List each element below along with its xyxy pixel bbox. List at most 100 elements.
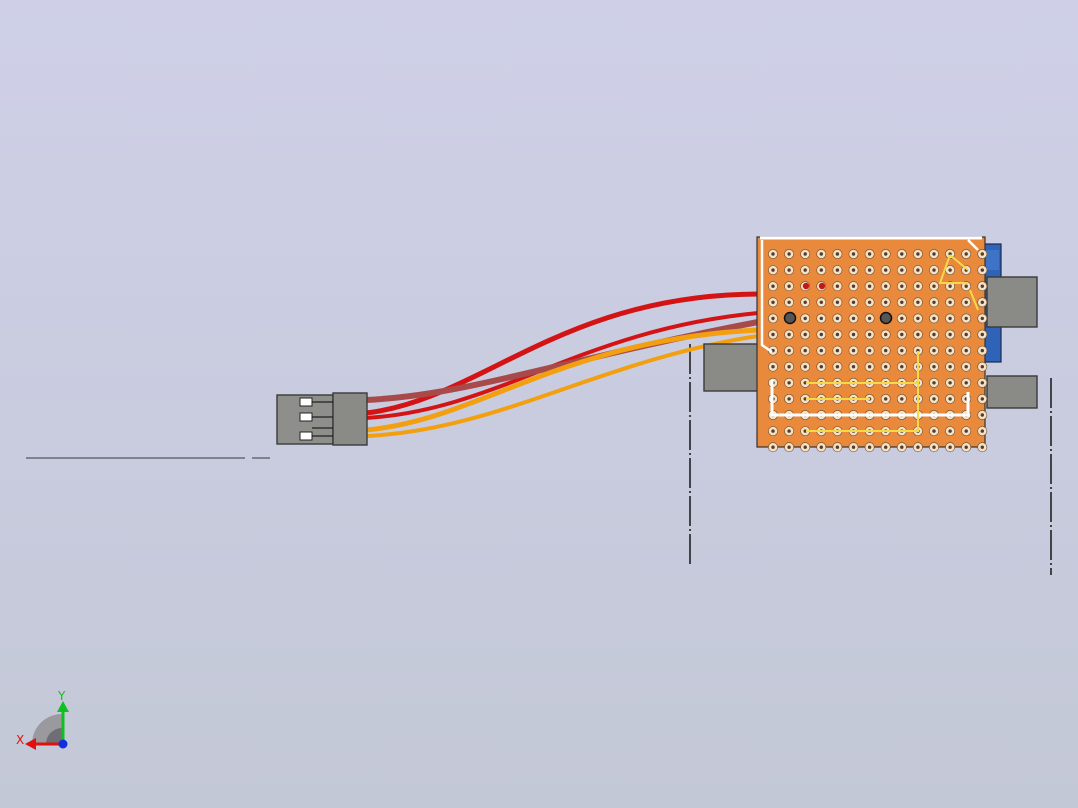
- board-pad-hole: [900, 252, 904, 256]
- board-pad-hole: [884, 348, 888, 353]
- y-axis-label: Y: [57, 689, 66, 703]
- board-pad-hole: [819, 365, 823, 369]
- board-pad-hole: [916, 268, 920, 272]
- board-pad-hole: [851, 445, 856, 449]
- board-pad-hole: [771, 429, 775, 433]
- board-pad-hole: [932, 268, 936, 272]
- board-pad-hole: [835, 348, 840, 353]
- board-pad-hole: [771, 445, 775, 449]
- board-pad-hole: [948, 316, 952, 321]
- board-pad-hole: [787, 332, 791, 337]
- board-pad-hole: [787, 300, 791, 304]
- board-pad-hole: [835, 316, 840, 321]
- board-pad-hole: [867, 365, 872, 369]
- perfboard[interactable]: [756, 236, 988, 453]
- wire-orange-2: [364, 334, 760, 438]
- board-pad-hole: [948, 332, 952, 337]
- board-pad-hole: [948, 300, 952, 304]
- wire-orange: [363, 327, 761, 433]
- board-pad-hole: [980, 348, 984, 353]
- board-pad-hole: [803, 348, 807, 353]
- board-pad-hole: [771, 365, 775, 369]
- side-connector-left[interactable]: [703, 343, 761, 392]
- board-pad-hole: [835, 252, 840, 256]
- board-pad-hole: [835, 268, 840, 272]
- board-pad-hole: [964, 365, 968, 369]
- board-pad-hole: [980, 381, 984, 385]
- board-pad-hole: [964, 284, 968, 288]
- board-pad-hole: [948, 445, 952, 449]
- board-pad-hole: [819, 332, 823, 337]
- board-pad-hole: [771, 300, 775, 304]
- board-pad-hole: [980, 365, 984, 369]
- board-pad-hole: [819, 316, 823, 321]
- board-pad-hole: [980, 332, 984, 337]
- board-pad-hole: [932, 252, 936, 256]
- board-pad-hole: [932, 332, 936, 337]
- board-pad-hole: [884, 268, 888, 272]
- z-axis-icon: [58, 739, 68, 749]
- board-pad-hole: [787, 381, 791, 385]
- board-pad-hole: [964, 348, 968, 353]
- board-pad-hole: [867, 268, 872, 272]
- perfboard-pads: [768, 249, 988, 453]
- board-pad-hole: [803, 332, 807, 337]
- board-pad-hole: [964, 445, 968, 449]
- board-pad-hole: [932, 316, 936, 321]
- board-pad-hole: [867, 300, 872, 304]
- board-pad-hole: [916, 332, 920, 337]
- board-pad-hole: [948, 429, 952, 433]
- board-pad-hole: [948, 397, 952, 401]
- board-pad-hole: [884, 284, 888, 288]
- board-pad-hole: [819, 252, 823, 256]
- board-pad-hole: [803, 316, 807, 321]
- board-pad-hole: [867, 348, 872, 353]
- board-pad-hole: [900, 397, 904, 401]
- board-pad-hole: [964, 300, 968, 304]
- board-pad-hole: [851, 300, 856, 304]
- board-pad-hole: [819, 445, 823, 449]
- board-pad-hole: [964, 429, 968, 433]
- board-pad-hole: [803, 445, 807, 449]
- board-pad-hole: [835, 300, 840, 304]
- board-pad-hole: [900, 365, 904, 369]
- board-pad-hole: [851, 252, 856, 256]
- board-pad-hole: [900, 445, 904, 449]
- board-pad-hole: [900, 284, 904, 288]
- board-pad-hole: [932, 381, 936, 385]
- board-pad-hole: [867, 316, 872, 321]
- board-pad-hole: [835, 284, 840, 288]
- board-pad-hole: [900, 300, 904, 304]
- board-pad-hole: [867, 445, 872, 449]
- board-pad-hole: [787, 429, 791, 433]
- board-pad-hole: [819, 300, 823, 304]
- board-pad-hole: [771, 316, 775, 321]
- board-pad-hole: [916, 252, 920, 256]
- servo-cable[interactable]: [363, 291, 761, 438]
- board-pad-hole: [851, 348, 856, 353]
- board-pad-hole: [980, 429, 984, 433]
- board-pad-hole: [787, 445, 791, 449]
- dupont-connector[interactable]: [276, 392, 368, 446]
- side-connector-right-lower[interactable]: [986, 375, 1038, 409]
- board-pad-hole: [884, 252, 888, 256]
- board-pad-hole: [916, 284, 920, 288]
- x-axis-label: X: [16, 733, 24, 747]
- board-pad-hole: [803, 268, 807, 272]
- board-pad-hole: [851, 284, 856, 288]
- board-pad-hole: [980, 316, 984, 321]
- board-pad-hole: [867, 284, 872, 288]
- board-pad-hole: [851, 316, 856, 321]
- board-pad-hole: [819, 348, 823, 353]
- board-pad-hole: [851, 268, 856, 272]
- board-pad-hole: [980, 252, 984, 256]
- board-pad-hole: [900, 332, 904, 337]
- side-connector-right-upper[interactable]: [986, 276, 1038, 328]
- board-pad-hole: [771, 332, 775, 337]
- board-pad-hole: [787, 268, 791, 272]
- board-pad-hole: [787, 284, 791, 288]
- board-pad-hole: [835, 332, 840, 337]
- board-pad-hole: [867, 332, 872, 337]
